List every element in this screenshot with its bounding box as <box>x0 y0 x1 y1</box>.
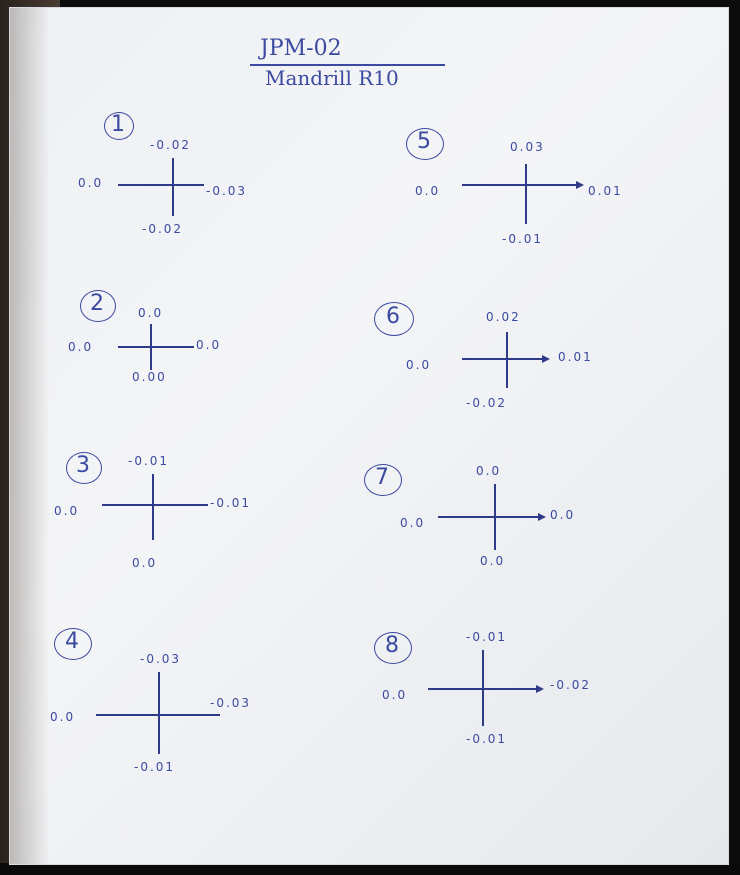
diagram-number-circle <box>374 302 414 336</box>
diagram-number-circle <box>364 464 402 496</box>
vertical-axis <box>525 164 527 224</box>
vertical-axis <box>482 650 484 726</box>
diagram-number-circle <box>80 290 116 322</box>
vertical-axis <box>158 672 160 754</box>
diagram-number: 1 <box>111 112 125 137</box>
left-label: 0.0 <box>68 340 94 354</box>
diagram-number: 3 <box>76 453 90 478</box>
top-label: -0.01 <box>128 454 170 468</box>
diagram-number-circle <box>66 452 102 484</box>
vertical-axis <box>172 158 174 216</box>
bottom-label: -0.02 <box>142 222 184 236</box>
vertical-axis <box>506 332 508 388</box>
bottom-label: -0.01 <box>502 232 544 246</box>
paper-edge-shadow <box>10 8 50 864</box>
left-label: 0.0 <box>400 516 426 530</box>
bottom-label: 0.0 <box>132 556 158 570</box>
bottom-label: -0.02 <box>466 396 508 410</box>
left-label: 0.0 <box>78 176 104 190</box>
arrow-head <box>576 181 584 189</box>
diagram-number: 8 <box>385 633 399 658</box>
left-label: 0.0 <box>50 710 76 724</box>
diagram-number: 2 <box>90 291 104 316</box>
vertical-axis <box>494 484 496 550</box>
diagram-number: 5 <box>417 129 431 154</box>
bottom-edge <box>0 863 740 875</box>
bottom-label: -0.01 <box>134 760 176 774</box>
horizontal-axis <box>428 688 540 690</box>
right-label: 0.0 <box>550 508 576 522</box>
paper-sheet: JPM-02 Mandrill R10 1 -0.02 0.0 -0.03 -0… <box>10 8 728 864</box>
title-underline <box>250 64 445 66</box>
diagram-number: 6 <box>386 304 400 329</box>
horizontal-axis <box>118 346 194 348</box>
horizontal-axis <box>118 184 204 186</box>
sheet-title: JPM-02 <box>260 36 342 61</box>
horizontal-axis <box>102 504 208 506</box>
right-label: -0.02 <box>550 678 592 692</box>
arrow-head <box>538 513 546 521</box>
horizontal-axis <box>438 516 542 518</box>
left-label: 0.0 <box>406 358 432 372</box>
right-label: 0.01 <box>558 350 593 364</box>
bottom-label: 0.00 <box>132 370 167 384</box>
right-label: -0.03 <box>210 696 252 710</box>
top-label: 0.03 <box>510 140 545 154</box>
bottom-label: -0.01 <box>466 732 508 746</box>
right-label: 0.0 <box>196 338 222 352</box>
top-label: -0.02 <box>150 138 192 152</box>
top-label: -0.01 <box>466 630 508 644</box>
vertical-axis <box>150 324 152 370</box>
right-label: -0.03 <box>206 184 248 198</box>
top-label: 0.02 <box>486 310 521 324</box>
arrow-head <box>536 685 544 693</box>
top-label: -0.03 <box>140 652 182 666</box>
diagram-number-circle <box>374 632 412 664</box>
arrow-head <box>542 355 550 363</box>
right-label: -0.01 <box>210 496 252 510</box>
horizontal-axis <box>462 184 580 186</box>
left-label: 0.0 <box>54 504 80 518</box>
diagram-number: 7 <box>375 465 389 490</box>
left-label: 0.0 <box>415 184 441 198</box>
top-label: 0.0 <box>476 464 502 478</box>
diagram-number: 4 <box>65 629 79 654</box>
bottom-label: 0.0 <box>480 554 506 568</box>
horizontal-axis <box>462 358 546 360</box>
diagram-number-circle <box>54 628 92 660</box>
vertical-axis <box>152 474 154 540</box>
diagram-number-circle <box>406 128 444 160</box>
sheet-subtitle: Mandrill R10 <box>265 66 399 90</box>
left-label: 0.0 <box>382 688 408 702</box>
right-label: 0.01 <box>588 184 623 198</box>
diagram-number-circle <box>104 112 134 140</box>
top-label: 0.0 <box>138 306 164 320</box>
